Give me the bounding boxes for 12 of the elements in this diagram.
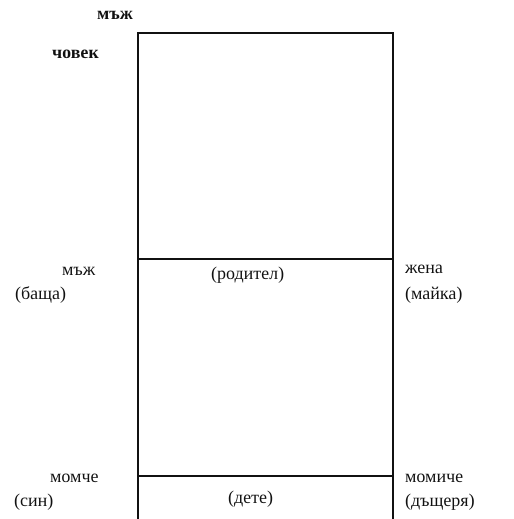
term-label: (баща): [15, 283, 66, 303]
term-label: мъж: [62, 259, 96, 279]
term-label: (дете): [228, 487, 273, 507]
term-label: мъж: [97, 3, 133, 23]
term-label: (син): [14, 490, 54, 510]
term-label: (родител): [211, 263, 284, 283]
term-label: (дъщеря): [405, 490, 475, 510]
term-label: жена: [405, 257, 443, 277]
term-label: момиче: [405, 466, 464, 486]
term-label: момче: [50, 466, 98, 486]
term-label: (майка): [405, 283, 462, 303]
term-label: човек: [52, 42, 99, 62]
